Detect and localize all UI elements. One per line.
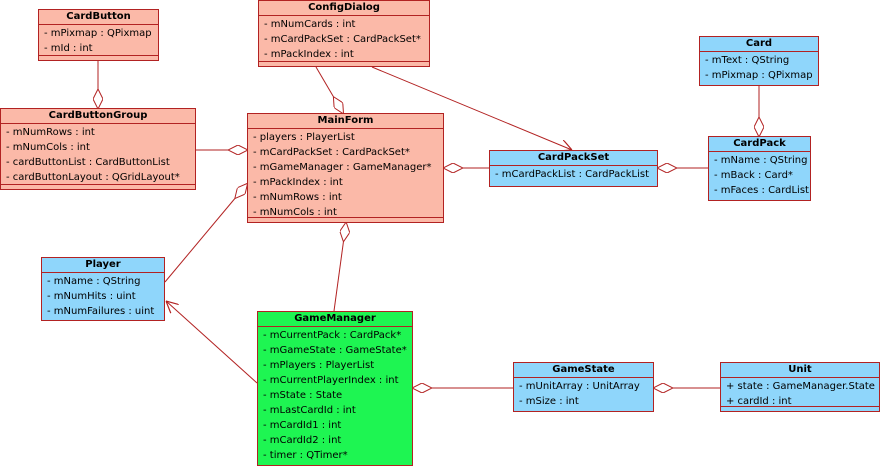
class-attribute: - mUnitArray : UnitArray xyxy=(519,381,640,392)
class-attribute: - mText : QString xyxy=(705,55,790,66)
operations-divider xyxy=(721,406,879,407)
class-name: ConfigDialog xyxy=(259,1,429,16)
class-attribute: - mBack : Card* xyxy=(714,170,793,181)
class-attribute: - mPackIndex : int xyxy=(264,49,354,60)
class-attribute: - mGameManager : GameManager* xyxy=(253,162,432,173)
class-cardbutton[interactable]: CardButton - mPixmap : QPixmap - mId : i… xyxy=(38,9,159,61)
class-attribute: - mNumHits : uint xyxy=(47,291,136,302)
class-gamemanager[interactable]: GameManager - mCurrentPack : CardPack* -… xyxy=(257,311,413,466)
edge-gamemanager-mainform xyxy=(333,223,346,312)
class-attribute: - mCurrentPlayerIndex : int xyxy=(263,375,399,386)
class-attribute: - mNumCols : int xyxy=(6,142,90,153)
class-attribute: - timer : QTimer* xyxy=(263,450,348,461)
class-attribute: - mNumCols : int xyxy=(253,207,337,218)
edge-gamemanager-player xyxy=(166,301,258,384)
class-attribute: - mNumCards : int xyxy=(264,19,356,30)
class-attribute: - mFaces : CardList xyxy=(714,185,809,196)
class-name: CardButtonGroup xyxy=(1,109,195,124)
class-attribute: - mSize : int xyxy=(519,396,579,407)
class-attribute: - mId : int xyxy=(44,43,93,54)
class-attribute: - mPlayers : PlayerList xyxy=(263,360,375,371)
class-attribute: - mCardPackList : CardPackList xyxy=(495,169,649,180)
class-attribute: - mNumRows : int xyxy=(6,127,95,138)
class-attribute: - mName : QString xyxy=(714,155,808,166)
class-attribute: + state : GameManager.State xyxy=(726,381,875,392)
class-name: Unit xyxy=(721,363,879,378)
edge-configdialog-cardpackset xyxy=(371,66,572,150)
class-player[interactable]: Player - mName : QString - mNumHits : ui… xyxy=(41,257,165,321)
class-attribute: - mCardId2 : int xyxy=(263,435,342,446)
class-attribute: - mPackIndex : int xyxy=(253,177,343,188)
class-cardbuttongroup[interactable]: CardButtonGroup - mNumRows : int - mNumC… xyxy=(0,108,196,190)
class-attribute: - mCardId1 : int xyxy=(263,420,342,431)
class-name: MainForm xyxy=(248,114,443,129)
class-attribute: - mName : QString xyxy=(47,276,141,287)
class-attribute: - mCardPackSet : CardPackSet* xyxy=(253,147,410,158)
class-name: CardPack xyxy=(709,137,810,152)
operations-divider xyxy=(1,184,195,185)
class-gamestate[interactable]: GameState - mUnitArray : UnitArray - mSi… xyxy=(513,362,654,412)
class-name: GameState xyxy=(514,363,653,378)
class-attribute: - players : PlayerList xyxy=(253,132,355,143)
class-attribute: - mGameState : GameState* xyxy=(263,345,407,356)
class-attribute: - mPixmap : QPixmap xyxy=(44,28,152,39)
class-attribute: - mCardPackSet : CardPackSet* xyxy=(264,34,421,45)
class-cardpackset[interactable]: CardPackSet - mCardPackList : CardPackLi… xyxy=(489,150,658,187)
class-name: Card xyxy=(700,37,818,52)
edge-player-mainform xyxy=(164,184,247,283)
class-attribute: - mCurrentPack : CardPack* xyxy=(263,330,402,341)
edge-configdialog-mainform xyxy=(315,66,343,113)
class-card[interactable]: Card - mText : QString - mPixmap : QPixm… xyxy=(699,36,819,86)
class-configdialog[interactable]: ConfigDialog - mNumCards : int - mCardPa… xyxy=(258,0,430,67)
operations-divider xyxy=(248,217,443,218)
class-attribute: - mLastCardId : int xyxy=(263,405,356,416)
class-attribute: - cardButtonLayout : QGridLayout* xyxy=(6,172,180,183)
class-attribute: - mNumFailures : uint xyxy=(47,306,155,317)
class-mainform[interactable]: MainForm - players : PlayerList - mCardP… xyxy=(247,113,444,223)
class-attribute: - mNumRows : int xyxy=(253,192,342,203)
class-attribute: - mPixmap : QPixmap xyxy=(705,70,813,81)
class-name: GameManager xyxy=(258,312,412,327)
class-attribute: - cardButtonList : CardButtonList xyxy=(6,157,170,168)
class-cardpack[interactable]: CardPack - mName : QString - mBack : Car… xyxy=(708,136,811,201)
class-attribute: - mState : State xyxy=(263,390,343,401)
class-name: Player xyxy=(42,258,164,273)
class-unit[interactable]: Unit + state : GameManager.State + cardI… xyxy=(720,362,880,412)
operations-divider xyxy=(39,55,158,56)
operations-divider xyxy=(259,61,429,62)
class-name: CardPackSet xyxy=(490,151,657,166)
class-attribute: + cardId : int xyxy=(726,396,792,407)
class-name: CardButton xyxy=(39,10,158,25)
